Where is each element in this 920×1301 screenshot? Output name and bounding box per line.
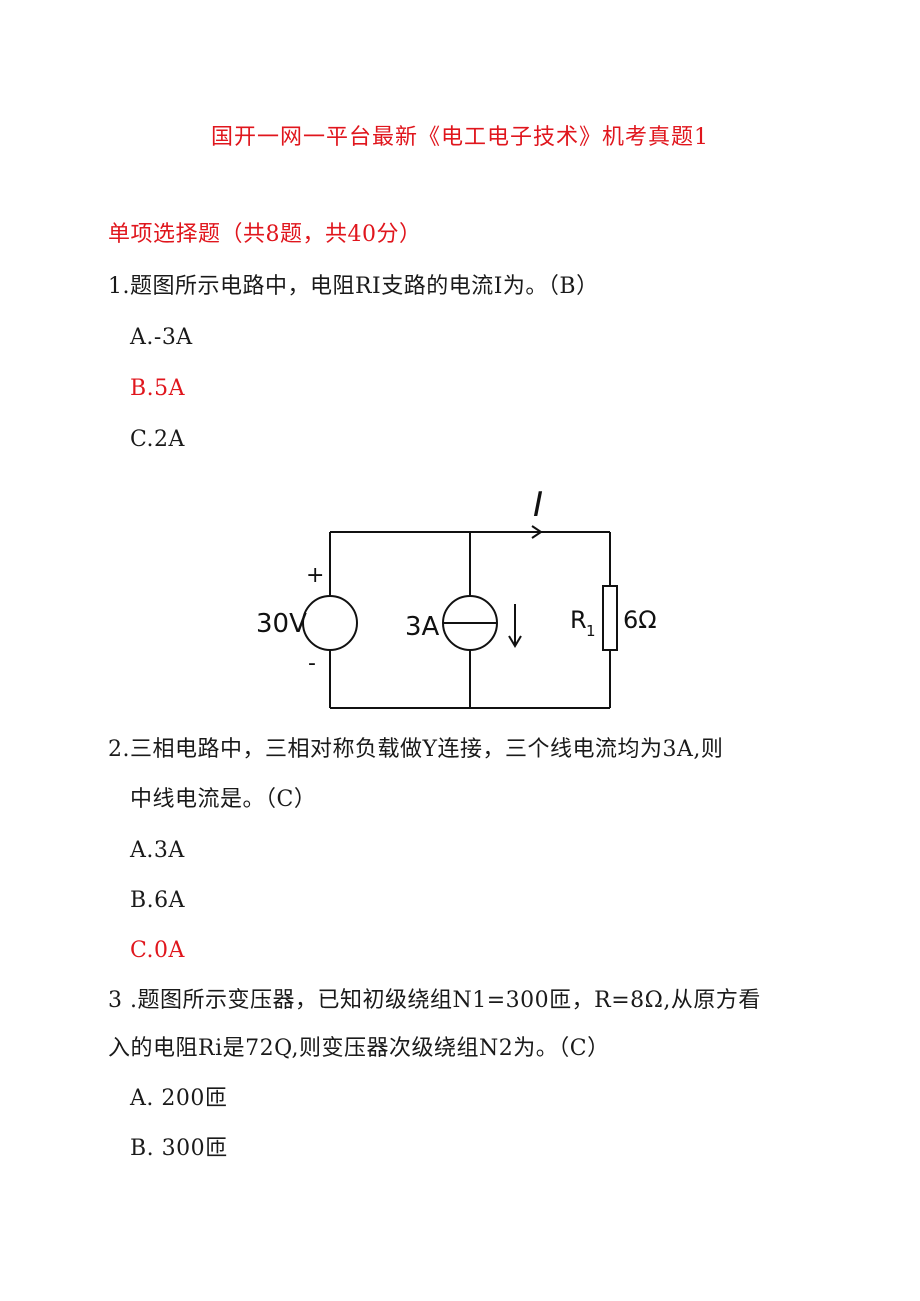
question-1-option-b: B.5A: [130, 376, 186, 401]
voltage-source-symbol: [302, 595, 358, 651]
question-1-option-c: C.2A: [130, 427, 185, 452]
question-2-option-a: A.3A: [130, 838, 185, 863]
plus-sign: +: [306, 563, 324, 588]
question-3-stem-line-2: 入的电阻Ri是72Q,则变压器次级绕组N2为。（C）: [108, 1036, 610, 1061]
page-title: 国开一网一平台最新《电工电子技术》机考真题1: [211, 125, 709, 150]
question-2-option-b: B.6A: [130, 888, 186, 913]
resistor-value-label: 6Ω: [623, 606, 657, 634]
question-2-stem-line-1: 2.三相电路中，三相对称负载做Y连接，三个线电流均为3A,则: [108, 737, 724, 762]
current-label: I: [533, 485, 543, 525]
circuit-diagram: I + - 30V 3A R 1 6Ω: [250, 478, 690, 722]
question-2-stem-line-2: 中线电流是。（C）: [130, 787, 317, 812]
current-source-label: 3A: [405, 612, 440, 642]
question-1-option-a: A.-3A: [130, 325, 193, 350]
section-header: 单项选择题（共8题，共40分）: [108, 222, 422, 247]
resistor-subscript: 1: [586, 622, 596, 640]
question-3-stem-line-1: 3 .题图所示变压器，已知初级绕组N1=300匝，R=8Ω,从原方看: [108, 988, 761, 1013]
source-voltage-label: 30V: [256, 609, 307, 639]
question-3-option-a: A. 200匝: [130, 1086, 228, 1111]
resistor-name-label: R: [570, 606, 587, 634]
resistor-symbol: [602, 585, 618, 651]
question-2-option-c: C.0A: [130, 938, 185, 963]
right-arrow-icon: [531, 525, 543, 539]
question-1-stem: 1.题图所示电路中，电阻RI支路的电流I为。（B）: [108, 274, 599, 299]
minus-sign: -: [308, 651, 316, 676]
question-3-option-b: B. 300匝: [130, 1136, 228, 1161]
